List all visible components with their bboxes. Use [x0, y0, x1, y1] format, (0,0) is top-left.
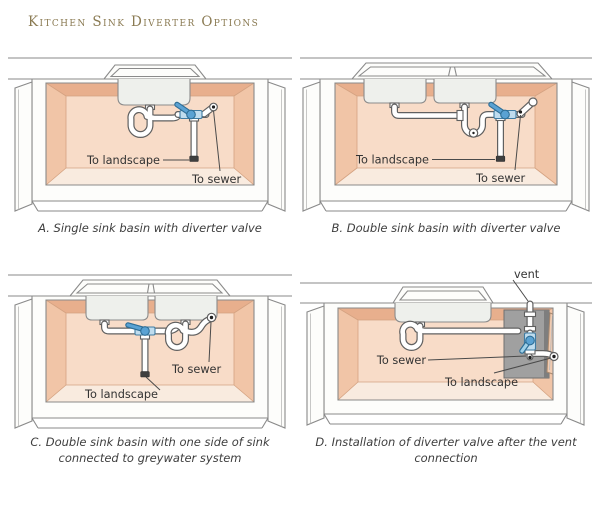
panel-d-caption: D. Installation of diverter valve after …: [315, 435, 577, 465]
sink-basin-left: [85, 296, 149, 321]
cabinet-left-door: [306, 305, 325, 426]
sewer-opening-dot: [518, 110, 523, 114]
landscape-opening-dot: [552, 354, 556, 359]
vent-leader: [512, 279, 529, 302]
panel-a-caption: A. Single sink basin with diverter valve: [38, 221, 262, 235]
sewer-opening-dot: [528, 355, 532, 360]
sewer-leader: [514, 114, 521, 171]
panel-d-illustration: vent To sewer To landscape: [300, 268, 592, 426]
panel-b-caption: B. Double sink basin with diverter valve: [331, 221, 561, 235]
landscape-pipe-cap: [140, 371, 150, 378]
cabinet-right-door: [267, 81, 286, 212]
landscape-pipe-cap: [495, 155, 506, 162]
cabinet-right-door: [267, 298, 286, 429]
sewer-opening-dot: [209, 315, 214, 320]
panel-b-illustration: To landscape To sewer: [300, 57, 592, 212]
panel-a-illustration: To landscape To sewer: [8, 57, 292, 212]
landscape-leader: [493, 357, 552, 374]
sewer-leader: [427, 355, 527, 361]
cabinet-right-wall: [234, 83, 254, 185]
label-to-landscape: To landscape: [84, 388, 158, 401]
cabinet-floor: [46, 168, 254, 185]
rim-divider: [146, 283, 156, 294]
panel-c-illustration: To landscape To sewer: [8, 274, 292, 429]
sink-basin: [117, 79, 191, 106]
sink-basin: [394, 303, 492, 323]
page-title: Kitchen Sink Diverter Options: [28, 14, 260, 30]
label-to-landscape: To landscape: [355, 154, 429, 167]
cabinet-right-door: [566, 305, 585, 426]
label-to-sewer: To sewer: [191, 173, 242, 186]
label-to-landscape: To landscape: [86, 154, 160, 167]
sewer-opening-dot: [211, 105, 216, 109]
label-to-sewer: To sewer: [171, 363, 222, 376]
sewer-leader: [208, 321, 212, 363]
cabinet-left-door: [302, 81, 321, 212]
cabinet-right-door: [571, 81, 590, 212]
rim-divider: [447, 66, 458, 77]
landscape-pipe-cap: [189, 155, 199, 162]
cabinet-left-door: [14, 81, 33, 212]
sink-basin-right: [433, 79, 497, 104]
cabinet-base: [31, 200, 269, 212]
label-to-landscape: To landscape: [444, 376, 518, 389]
panel-c-caption: C. Double sink basin with one side of si…: [30, 435, 270, 465]
cabinet-left-door: [14, 298, 33, 429]
sewer-leader: [213, 110, 221, 172]
landscape-leader: [145, 376, 161, 391]
label-to-sewer: To sewer: [376, 354, 427, 367]
cabinet-left-wall: [46, 83, 66, 185]
label-vent: vent: [514, 268, 540, 281]
sink-basin-left: [363, 79, 427, 104]
label-to-sewer: To sewer: [475, 172, 526, 185]
